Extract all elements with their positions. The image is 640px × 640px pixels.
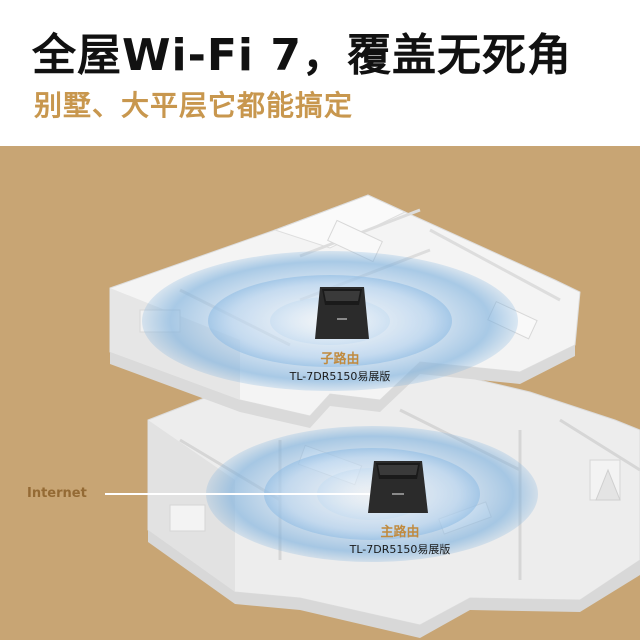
page-title: 全屋Wi-Fi 7，覆盖无死角 [32,30,572,81]
main-router-role: 主路由 [380,525,420,540]
header: 全屋Wi-Fi 7，覆盖无死角 别墅、大平层它都能搞定 [0,0,640,146]
satellite-router-role: 子路由 [320,352,360,367]
main-router-model: TL-7DR5150易展版 [349,543,451,556]
router-icon [315,287,369,339]
internet-label: Internet [27,486,87,501]
internet-connection-line [105,493,370,495]
page-subtitle: 别墅、大平层它都能搞定 [34,89,354,122]
floorplan-illustration [109,194,640,638]
satellite-router-model: TL-7DR5150易展版 [289,370,391,383]
router-icon [368,461,428,513]
house-illustration: Internet 子路由 TL-7DR5150易展版 主路由 TL-7DR515… [0,146,640,640]
